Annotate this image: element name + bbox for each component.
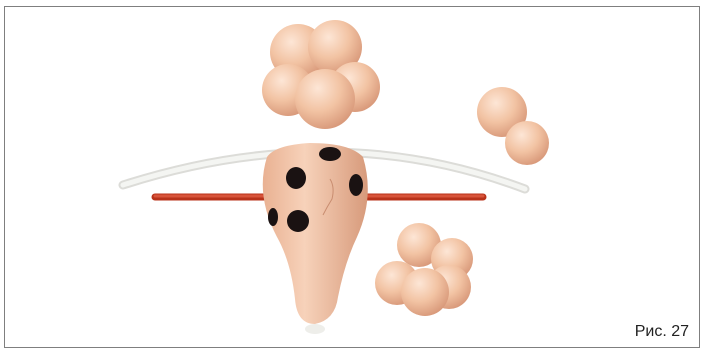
top-ball-cluster xyxy=(262,20,380,129)
clay-body xyxy=(263,143,368,334)
figure-caption: Рис. 27 xyxy=(635,323,689,341)
lower-ball-cluster xyxy=(375,223,473,316)
clay-model-illustration xyxy=(5,7,699,347)
right-ball-cluster xyxy=(477,87,549,165)
figure-frame: Рис. 27 xyxy=(4,6,700,348)
